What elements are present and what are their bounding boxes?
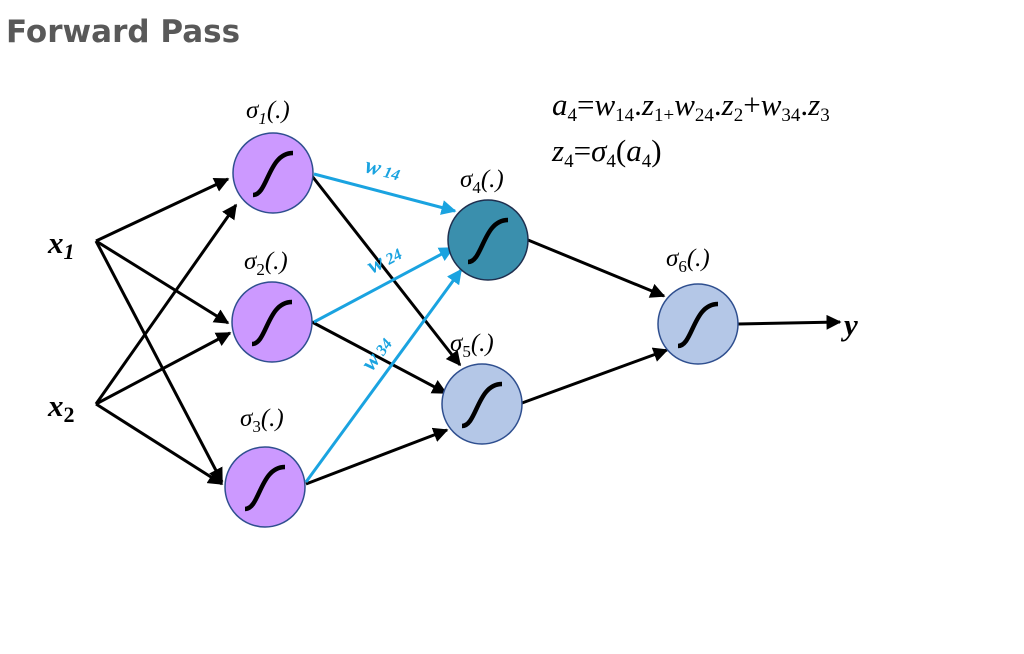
edge-x2-n3 xyxy=(95,402,224,486)
edge-n6-y xyxy=(737,314,842,330)
label-n6: σ6(.) xyxy=(666,245,710,276)
edge-n3-n4 xyxy=(304,268,463,483)
node-n3 xyxy=(224,446,306,528)
edge-n4-n6 xyxy=(527,238,666,298)
node-n5 xyxy=(441,363,523,445)
sigmoid-icon xyxy=(251,299,293,347)
edge-n2-n5 xyxy=(311,320,448,395)
equation-z4: z4=σ4(a4) xyxy=(551,133,662,172)
edge-n2-n4 xyxy=(313,246,455,324)
sigmoid-icon xyxy=(461,381,503,429)
sigmoid-icon xyxy=(467,217,509,265)
label-n2: σ2(.) xyxy=(244,248,288,279)
edge-x1-n1 xyxy=(95,177,230,243)
edge-n3-n5 xyxy=(305,427,449,486)
label-n1: σ1(.) xyxy=(246,97,290,128)
edge-n1-n5 xyxy=(310,175,462,367)
node-n4 xyxy=(447,199,529,281)
edge-x1-n2 xyxy=(95,239,230,325)
label-w14: w14 xyxy=(363,153,403,186)
edge-x2-n1 xyxy=(94,203,238,405)
edge-x1-n3 xyxy=(94,240,224,484)
sigmoid-icon xyxy=(677,301,719,349)
sigmoid-icon xyxy=(244,464,286,512)
edge-n5-n6 xyxy=(521,347,669,405)
edge-x2-n2 xyxy=(95,331,232,406)
label-n5: σ5(.) xyxy=(450,330,494,361)
node-n6 xyxy=(657,283,739,365)
sigmoid-icon xyxy=(252,150,294,198)
equation-a4: a4=w14.z1+w24.z2+w34.z3 xyxy=(552,87,830,126)
label-w24: w24 xyxy=(363,240,406,279)
label-n3: σ3(.) xyxy=(240,405,284,436)
edge-n1-n4 xyxy=(313,172,457,215)
input-x2: x2 xyxy=(47,388,75,427)
node-n2 xyxy=(231,281,313,363)
output-y: y xyxy=(840,307,858,342)
node-n1 xyxy=(232,132,314,214)
slide-title: Forward Pass xyxy=(6,14,241,50)
input-x1: x1 xyxy=(47,225,75,264)
label-n4: σ4(.) xyxy=(460,166,504,197)
